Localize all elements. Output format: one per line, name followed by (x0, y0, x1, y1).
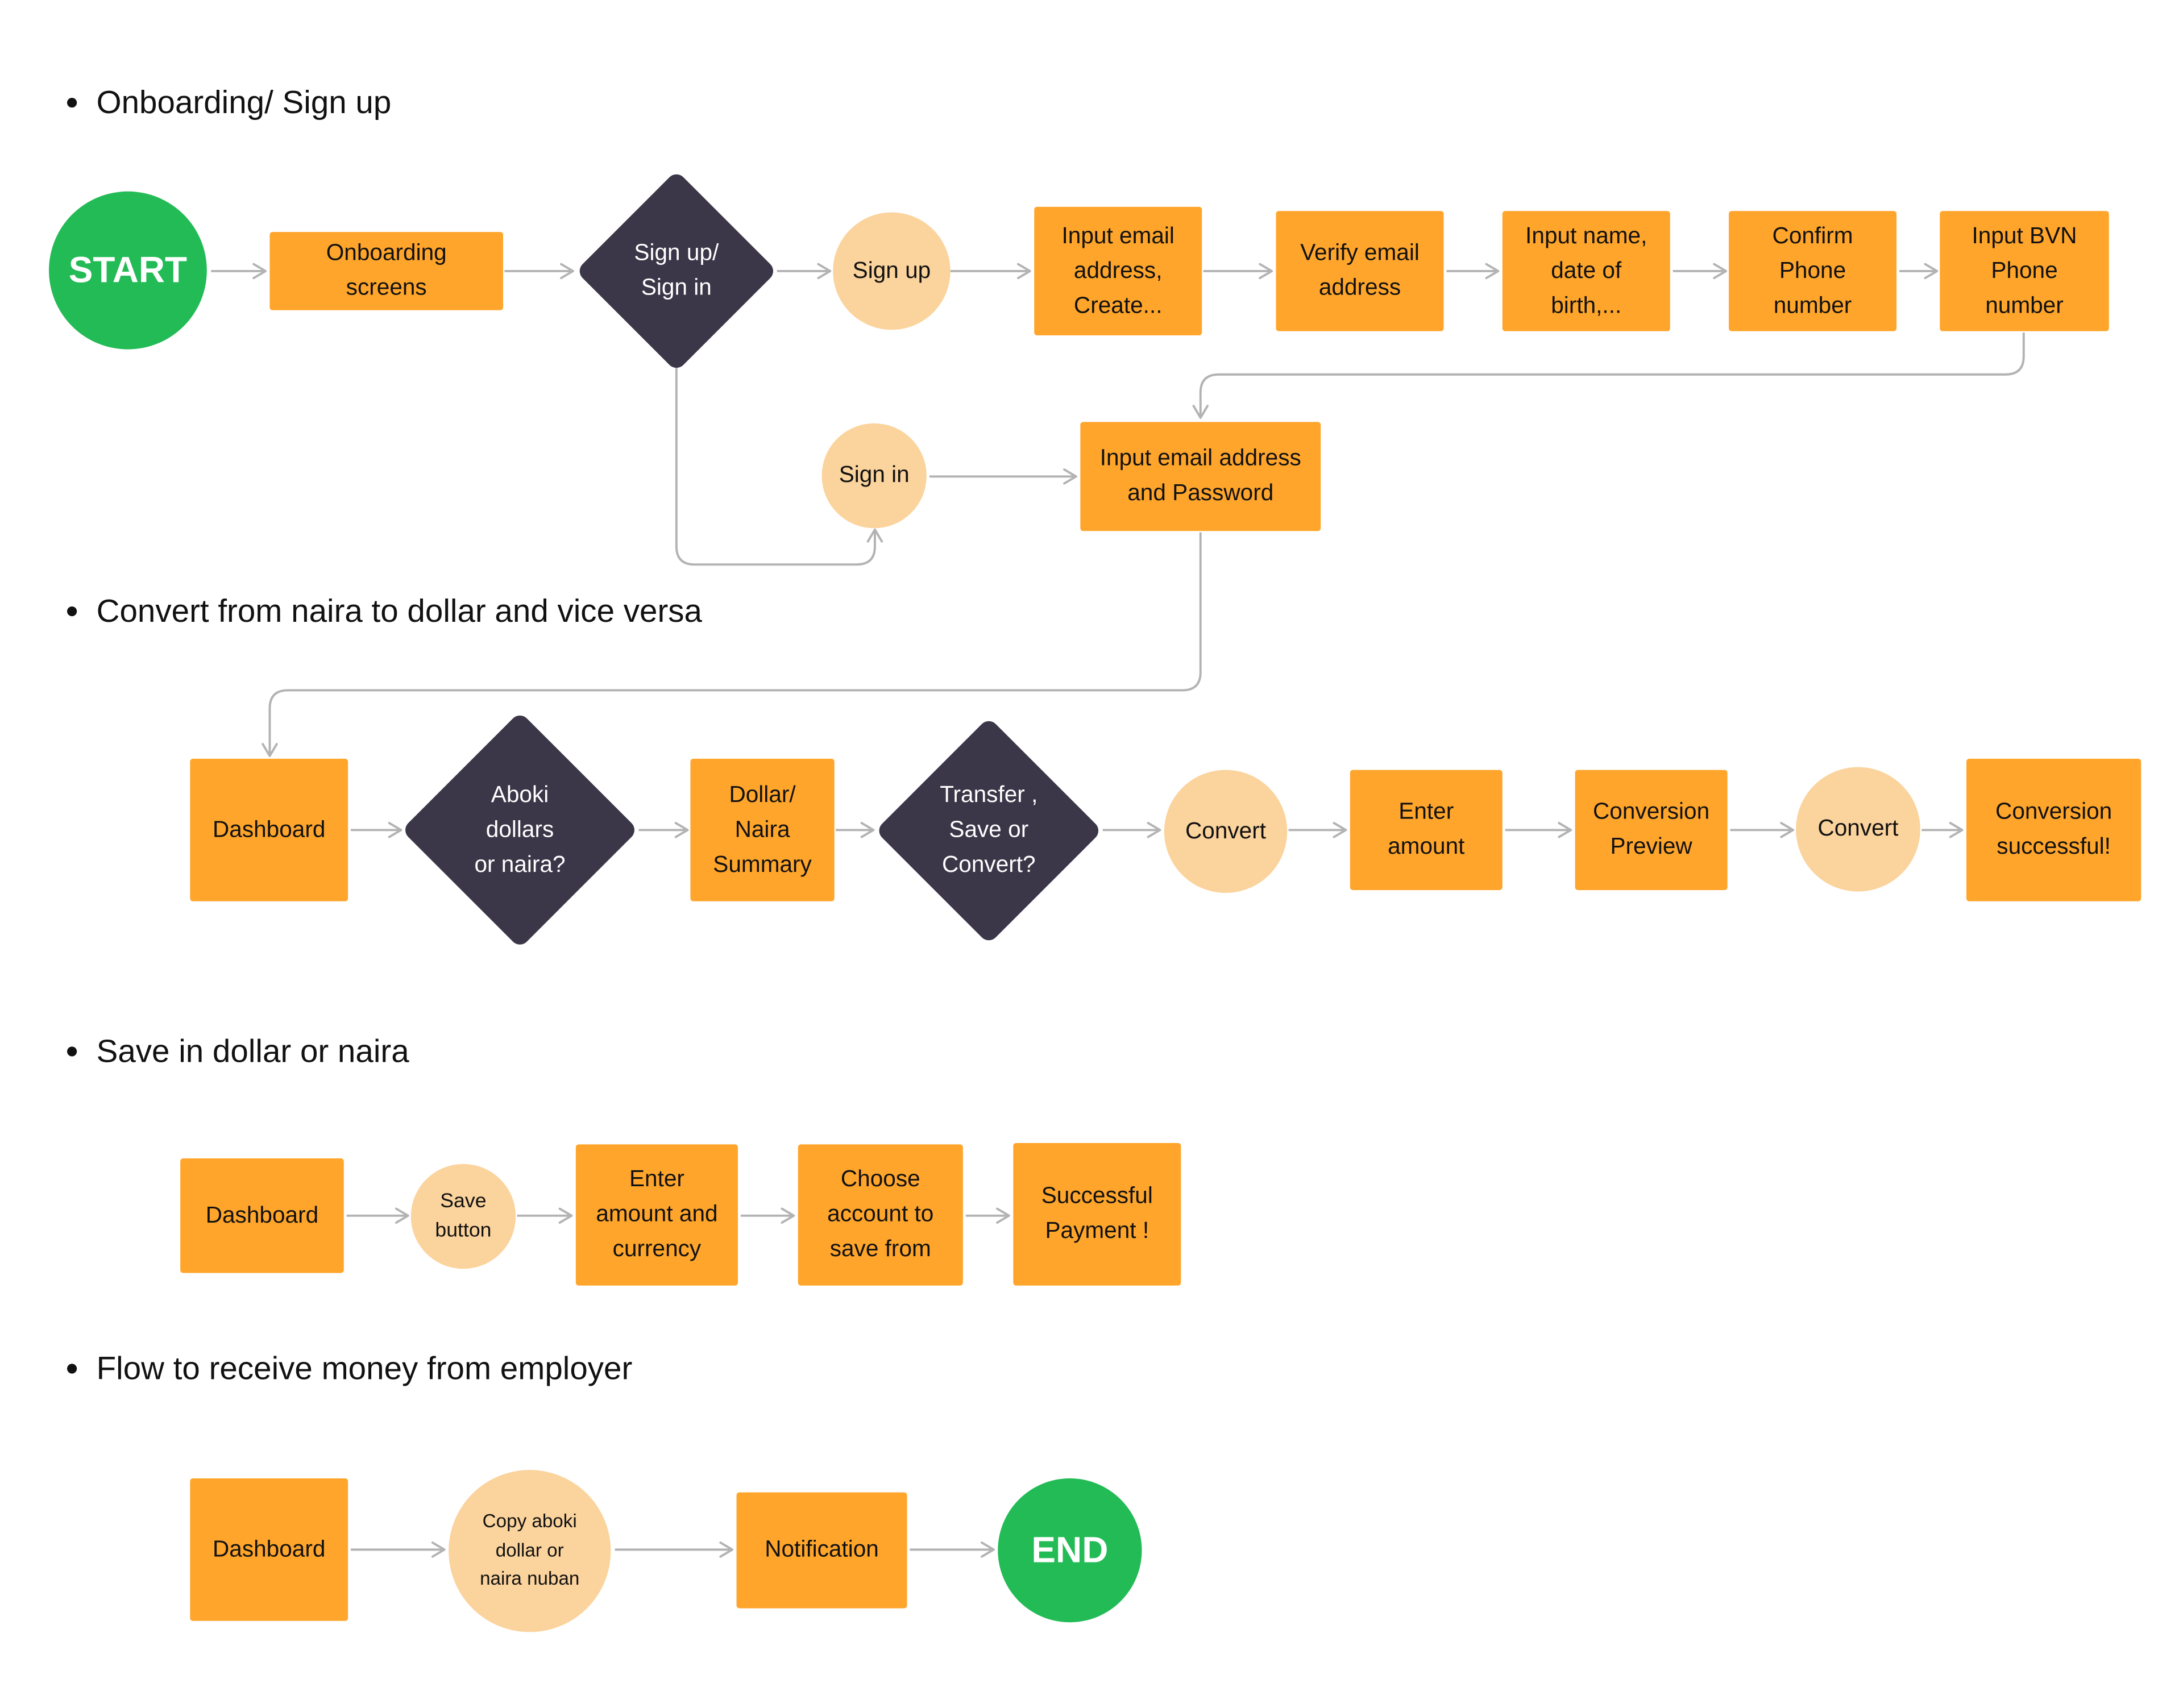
enter-amount-node: Enter amount (1350, 770, 1503, 891)
onboarding-screens-node: Onboarding screens (269, 232, 504, 310)
save-button-screen: Save button (410, 1163, 516, 1269)
input-email-password-node: Input email address and Password (1080, 422, 1321, 531)
aboki-decision: Aboki dollars or naira? (401, 708, 639, 951)
dashboard-receive-node: Dashboard (190, 1478, 348, 1621)
dashboard-convert-node: Dashboard (190, 758, 348, 901)
conversion-successful-node: Conversion successful! (1966, 758, 2142, 901)
connector-email-password-to-dashboard (262, 532, 1202, 757)
convert-screen-2: Convert (1796, 767, 1920, 892)
decision-label: Transfer , Save or Convert? (940, 782, 1038, 878)
signup-signin-decision: Sign up/ Sign in (575, 170, 778, 372)
notification-node: Notification (736, 1492, 907, 1609)
dollar-naira-summary-node: Dollar/ Naira Summary (690, 758, 835, 901)
section-title-save: Save in dollar or naira (67, 1033, 409, 1070)
sign-in-screen: Sign in (821, 423, 927, 529)
section-title-onboarding: Onboarding/ Sign up (67, 84, 391, 122)
conversion-preview-node: Conversion Preview (1575, 770, 1728, 891)
section-title-receive: Flow to receive money from employer (67, 1350, 632, 1387)
dashboard-save-node: Dashboard (180, 1158, 344, 1273)
input-email-create-node: Input email address, Create... (1034, 206, 1202, 336)
decision-label: Sign up/ Sign in (634, 240, 719, 301)
copy-nuban-screen: Copy aboki dollar or naira nuban (449, 1470, 611, 1632)
transfer-decision: Transfer , Save or Convert? (875, 717, 1103, 945)
decision-label: Aboki dollars or naira? (474, 782, 566, 877)
bullet-icon (67, 1364, 77, 1374)
input-bvn-node: Input BVN Phone number (1940, 211, 2109, 331)
confirm-phone-node: Confirm Phone number (1729, 211, 1897, 331)
input-name-dob-node: Input name, date of birth,... (1502, 211, 1670, 331)
successful-payment-node: Successful Payment ! (1013, 1142, 1181, 1286)
section-title-text: Save in dollar or naira (96, 1032, 409, 1069)
start-terminal: START (49, 191, 207, 350)
sign-up-screen: Sign up (833, 212, 951, 330)
section-title-text: Flow to receive money from employer (96, 1349, 633, 1386)
enter-amount-currency-node: Enter amount and currency (575, 1144, 738, 1286)
end-terminal: END (998, 1478, 1142, 1623)
connector-decision-to-signin (675, 358, 883, 566)
verify-email-node: Verify email address (1276, 211, 1444, 331)
section-title-text: Onboarding/ Sign up (96, 84, 392, 120)
section-title-convert: Convert from naira to dollar and vice ve… (67, 592, 702, 630)
choose-account-node: Choose account to save from (798, 1144, 963, 1286)
bullet-icon (67, 606, 77, 617)
bullet-icon (67, 1046, 77, 1057)
bullet-icon (67, 98, 77, 108)
connector-bvn-to-email-password (1192, 333, 2025, 419)
section-title-text: Convert from naira to dollar and vice ve… (96, 592, 703, 629)
convert-screen-1: Convert (1164, 770, 1288, 893)
